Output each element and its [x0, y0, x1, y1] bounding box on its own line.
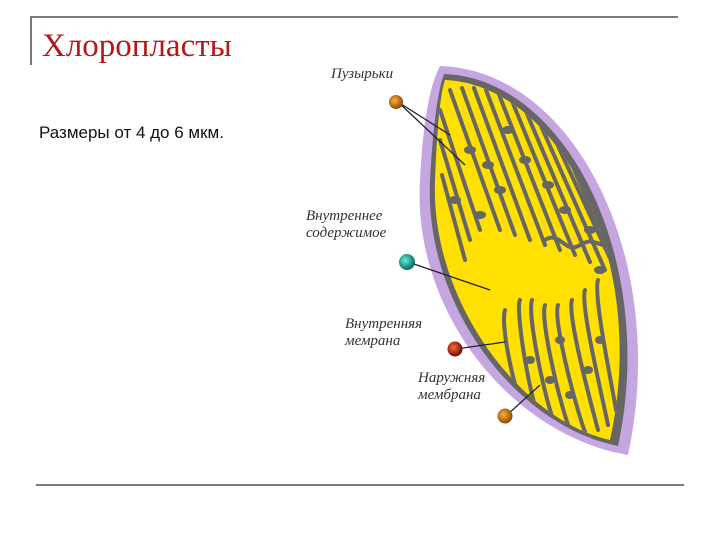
frame-top-line	[30, 16, 678, 18]
label-stroma-line2: содержимое	[306, 225, 387, 241]
leader-line-stroma	[407, 261, 491, 291]
pin-outer-membrane	[497, 408, 513, 424]
slide-body-text: Размеры от 4 до 6 мкм.	[39, 123, 224, 142]
leader-line-inner-membrane	[455, 341, 506, 350]
pin-inner-membrane	[447, 341, 463, 357]
label-stroma: Внутреннее содержимое	[306, 208, 386, 242]
label-outer-membrane-line2: мембрана	[418, 387, 481, 403]
leader-line-vesicles-2	[397, 101, 466, 166]
label-outer-membrane: Наружняя мембрана	[418, 370, 485, 404]
pin-vesicles	[389, 95, 403, 109]
label-vesicles: Пузырьки	[331, 66, 393, 83]
stroma	[434, 80, 620, 440]
leader-line-outer-membrane	[505, 384, 541, 417]
frame-left-line	[30, 16, 32, 65]
slide-title: Хлоропласты	[42, 28, 232, 64]
label-inner-membrane-line1: Внутренняя	[345, 316, 423, 332]
frame-bottom-line	[36, 484, 684, 486]
label-inner-membrane: Внутренняя мемрана	[345, 316, 422, 350]
label-vesicles-line1: Пузырьки	[331, 66, 394, 82]
leader-line-vesicles-1	[397, 101, 451, 136]
label-stroma-line1: Внутреннее	[306, 208, 383, 224]
label-outer-membrane-line1: Наружняя	[418, 370, 486, 386]
label-inner-membrane-line2: мемрана	[345, 333, 401, 349]
pin-stroma	[399, 254, 415, 270]
